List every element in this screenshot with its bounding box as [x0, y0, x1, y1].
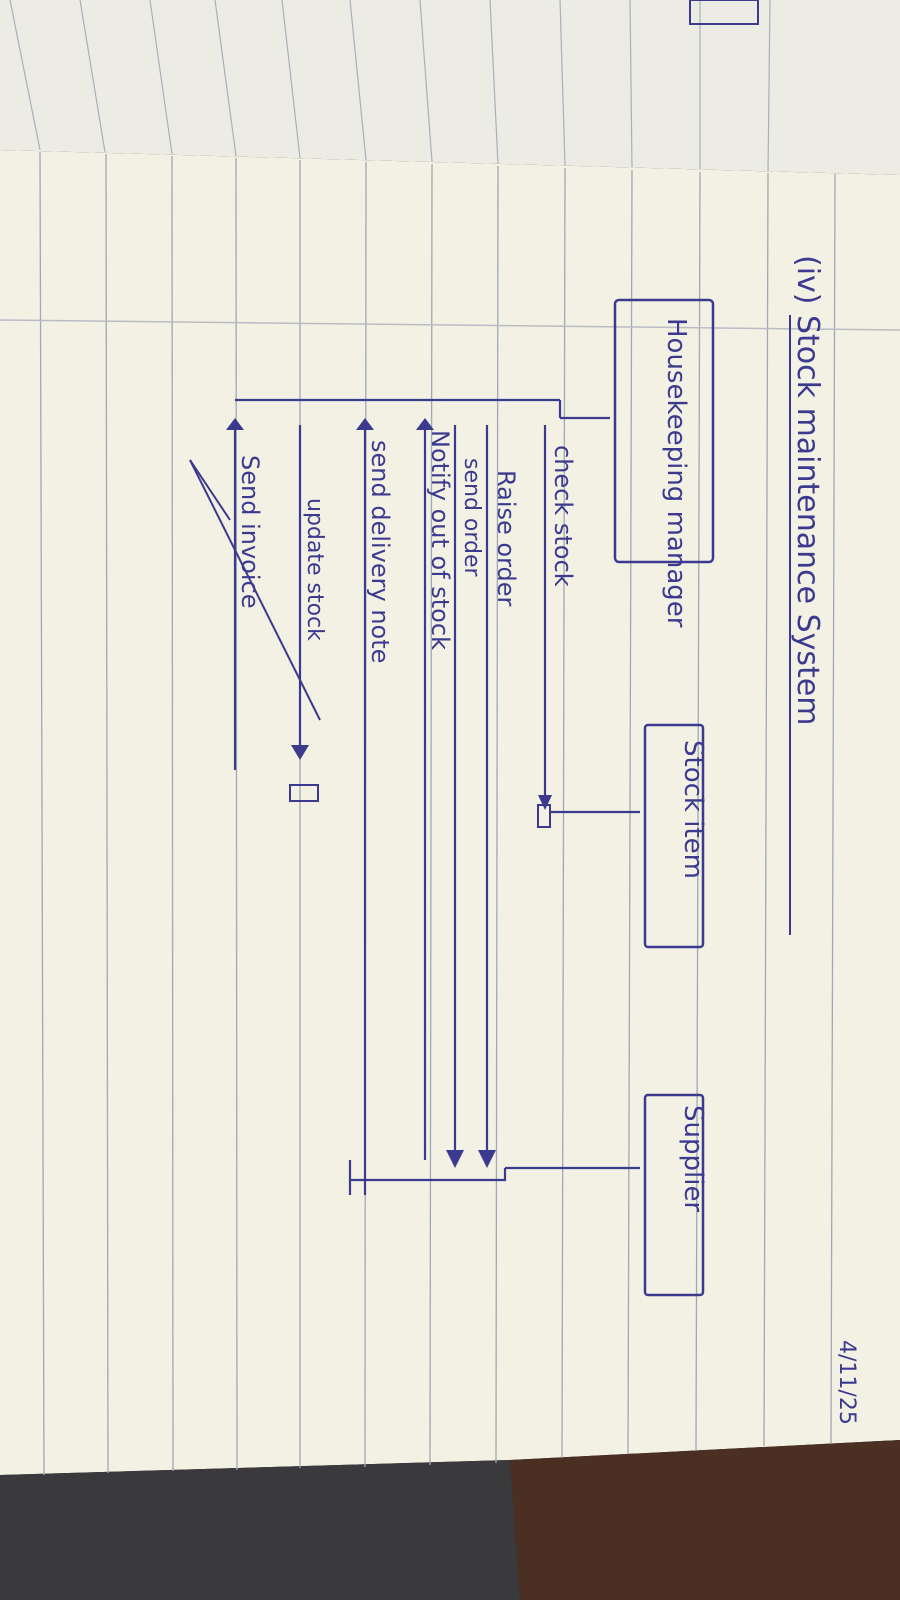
- message-label-send-invoice: Send invoice: [236, 455, 264, 608]
- previous-page: [0, 0, 900, 175]
- lifelines: [235, 398, 640, 1195]
- message-label-notify: Notify out of stock: [426, 430, 454, 650]
- participant-box-manager: [613, 298, 715, 564]
- message-label-update-stock: update stock: [302, 498, 327, 641]
- crossout-stroke-1: [189, 459, 321, 721]
- previous-page-rules: [9, 0, 771, 173]
- arrow-heads: [226, 418, 552, 1168]
- heading-group: (iv) Stock maintenance System: [789, 255, 825, 935]
- participant-box-stockitem: [643, 723, 705, 949]
- date-label: 4/11/25: [834, 1340, 859, 1425]
- diagram-title: Stock maintenance System: [790, 315, 825, 726]
- heading-number: (iv): [790, 255, 825, 305]
- activation-supplier: [350, 1168, 507, 1182]
- participant-label-supplier: Supplier: [678, 1105, 708, 1212]
- main-page: [0, 150, 900, 1475]
- participant-label-manager: Housekeeping manager: [661, 318, 691, 628]
- message-arrows: [233, 425, 547, 1160]
- crossout-stroke-2: [189, 459, 231, 521]
- margin-line: [0, 319, 900, 331]
- previous-page-box: [689, 0, 759, 25]
- page-shadow: [0, 1460, 520, 1600]
- activation-update: [289, 784, 319, 802]
- participant-label-stockitem: Stock item: [678, 740, 708, 879]
- date-group: 4/11/25: [834, 1340, 859, 1425]
- participant-box-supplier: [643, 1093, 705, 1297]
- message-label-raise-order: Raise order: [492, 470, 520, 607]
- table-edge: [510, 1440, 900, 1600]
- message-label-send-order: send order: [459, 458, 484, 578]
- message-label-check-stock: check stock: [549, 445, 577, 587]
- message-label-delivery-note: send delivery note: [366, 440, 394, 663]
